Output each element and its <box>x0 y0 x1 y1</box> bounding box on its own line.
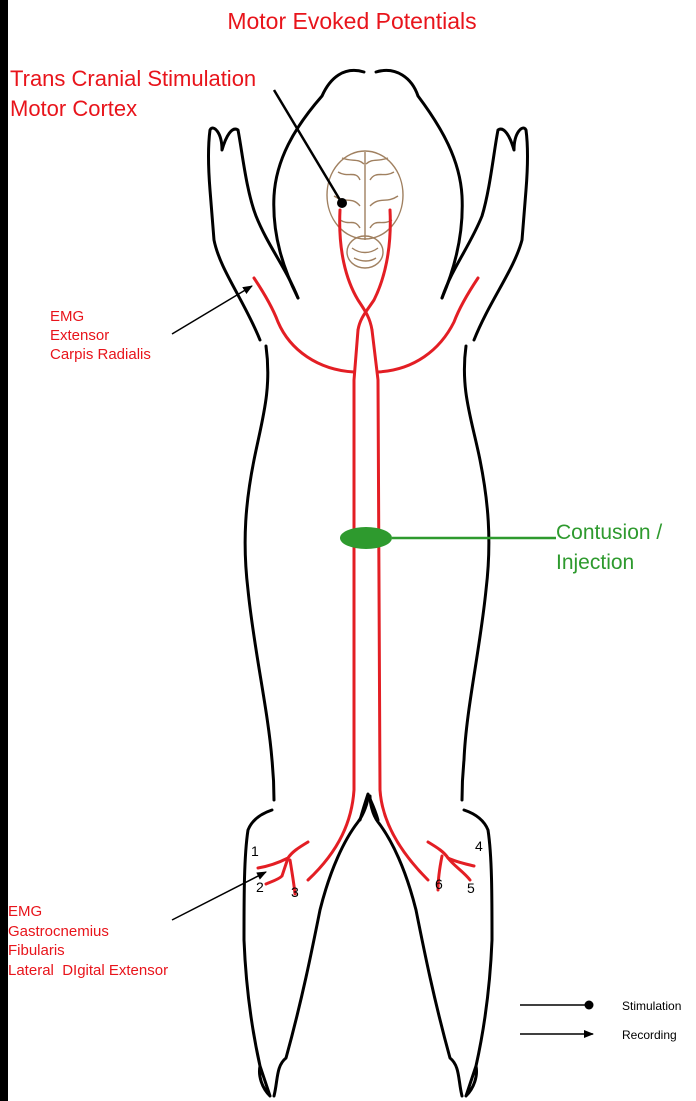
electrode-number-6: 6 <box>435 876 443 892</box>
injury-site-label: Contusion / Injection <box>556 518 662 578</box>
injury-site-line1: Contusion / <box>556 518 662 548</box>
forelimb-emg-line3: Carpis Radialis <box>50 345 151 364</box>
forelimb-recording-arrow <box>172 286 252 334</box>
hindlimb-emg-line1: EMG <box>8 902 168 922</box>
hindlimb-recording-arrow <box>172 872 266 920</box>
electrode-number-4: 4 <box>475 838 483 854</box>
legend-recording-label: Recording <box>622 1028 677 1042</box>
nerve-pathways <box>254 210 478 894</box>
injury-site-line2: Injection <box>556 548 662 578</box>
hindlimb-emg-label: EMG Gastrocnemius Fibularis Lateral DIgi… <box>8 902 168 980</box>
hindlimb-emg-line4: Lateral DIgital Extensor <box>8 961 168 981</box>
electrode-number-1: 1 <box>251 843 259 859</box>
injury-marker <box>340 527 556 549</box>
electrode-number-5: 5 <box>467 880 475 896</box>
forelimb-emg-label: EMG Extensor Carpis Radialis <box>50 307 151 364</box>
electrode-number-3: 3 <box>291 884 299 900</box>
legend-stimulation-dot <box>585 1001 594 1010</box>
body-outline <box>209 70 528 1096</box>
hindlimb-emg-line2: Gastrocnemius <box>8 922 168 942</box>
legend <box>520 1001 594 1035</box>
forelimb-emg-line2: Extensor <box>50 326 151 345</box>
forelimb-emg-line1: EMG <box>50 307 151 326</box>
legend-stimulation-label: Stimulation <box>622 999 681 1013</box>
hindlimb-emg-line3: Fibularis <box>8 941 168 961</box>
brain <box>327 151 403 268</box>
diagram-canvas: Motor Evoked Potentials Trans Cranial St… <box>8 0 696 1101</box>
diagram-title: Motor Evoked Potentials <box>8 8 696 35</box>
electrode-number-2: 2 <box>256 879 264 895</box>
stimulation-label-line2: Motor Cortex <box>10 94 256 124</box>
stimulation-label-line1: Trans Cranial Stimulation <box>10 64 256 94</box>
stimulation-label: Trans Cranial Stimulation Motor Cortex <box>10 64 256 124</box>
